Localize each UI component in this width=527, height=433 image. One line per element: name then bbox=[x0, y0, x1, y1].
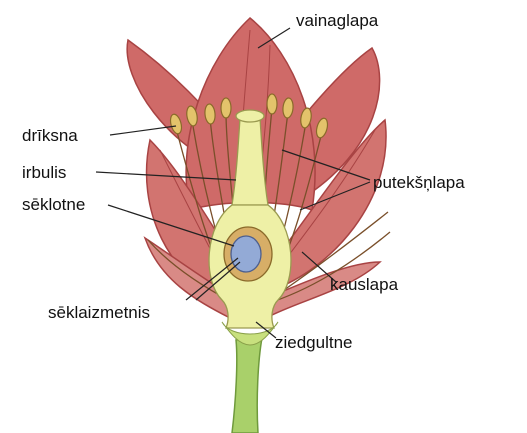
label-kauslapa: kauslapa bbox=[330, 276, 398, 293]
label-irbulis: irbulis bbox=[22, 164, 66, 181]
label-driksna: drīksna bbox=[22, 127, 78, 144]
label-puteksnlapa: putekšņlapa bbox=[373, 174, 465, 191]
label-ziedgultne: ziedgultne bbox=[275, 334, 353, 351]
stigma bbox=[236, 110, 264, 122]
label-seklotne: sēklotne bbox=[22, 196, 85, 213]
stem bbox=[232, 338, 262, 433]
label-vainaglapa: vainaglapa bbox=[296, 12, 378, 29]
label-seklaizmetnis: sēklaizmetnis bbox=[48, 304, 150, 321]
